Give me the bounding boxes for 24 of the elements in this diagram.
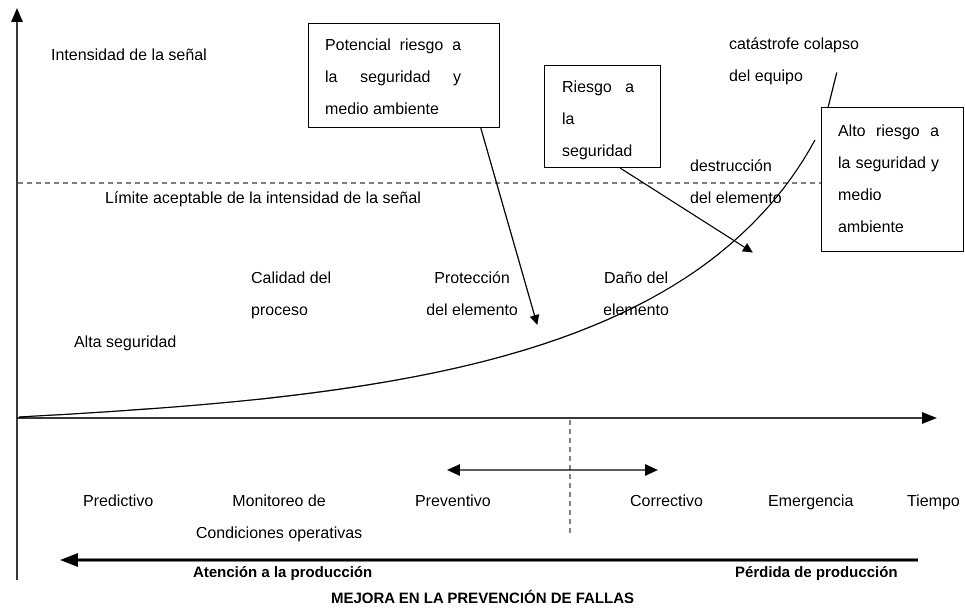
text-label: Tiempo <box>907 492 961 512</box>
callout-text: Potencial riesgo a la seguridad y medio ambiente <box>325 36 461 120</box>
annotation-text: catástrofe colapso del equipo <box>729 29 869 93</box>
callout-box <box>308 23 500 128</box>
arrow <box>480 128 540 325</box>
callout-box <box>821 107 964 252</box>
text-label: Correctivo <box>630 492 704 512</box>
bold-label: Atención a la producción <box>193 564 374 582</box>
caption: MEJORA EN LA PREVENCIÓN DE FALLAS <box>330 588 636 609</box>
leader-line <box>828 72 838 108</box>
bold-label: Pérdida de producción <box>735 564 899 582</box>
callout-text: Riesgo a la seguridad <box>562 78 634 162</box>
callout-box <box>544 65 661 168</box>
callout-text: Alto riesgo a la seguridad y medio ambiente <box>838 122 939 238</box>
text-label: Límite aceptable de la intensidad de la señal <box>105 189 422 209</box>
text-label: Emergencia <box>768 492 854 512</box>
text-label: Protección del elemento <box>426 269 518 321</box>
text-label: Monitoreo de Condiciones operativas <box>194 492 364 544</box>
text-label: Calidad del proceso <box>251 269 332 321</box>
arrow <box>620 167 753 253</box>
text-label: Preventivo <box>415 492 492 512</box>
text-label: Predictivo <box>83 492 154 512</box>
text-label: Alta seguridad <box>74 333 178 353</box>
text-label: Intensidad de la señal <box>51 46 208 66</box>
